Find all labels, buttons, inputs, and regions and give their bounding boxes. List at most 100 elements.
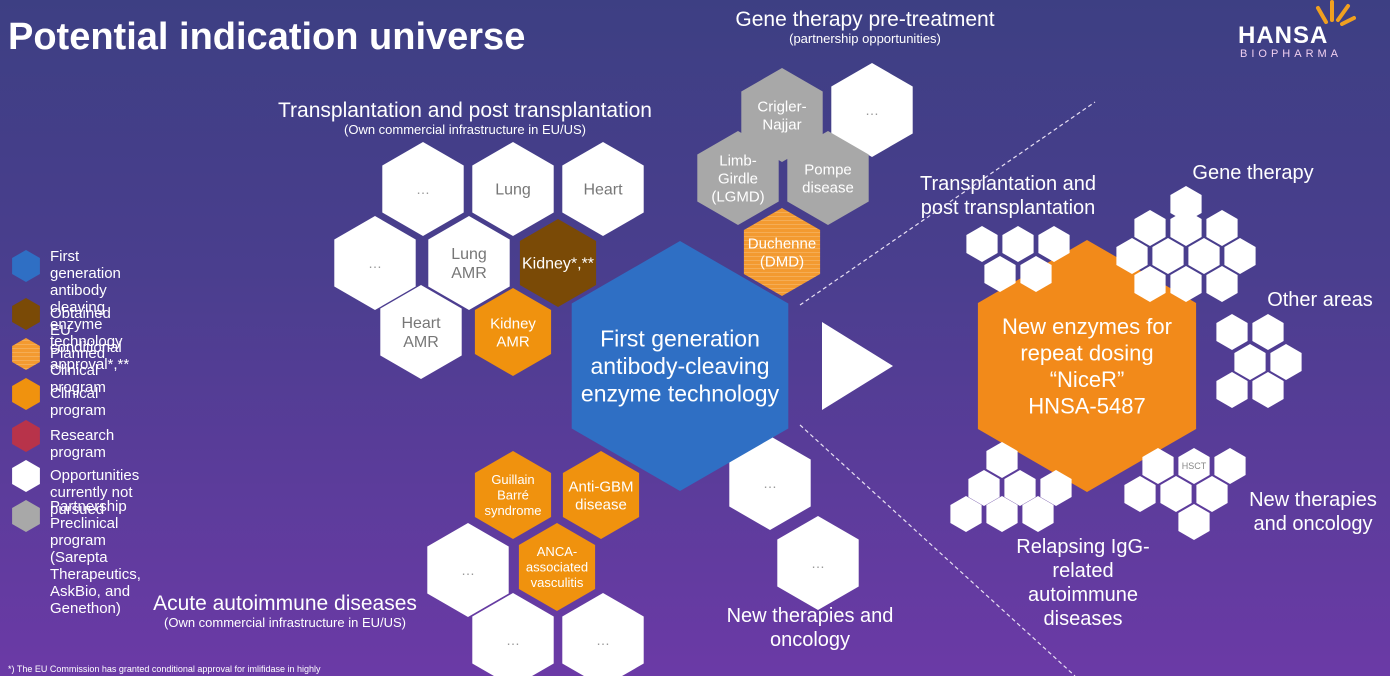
right-relapsing-label: Relapsing IgG-related autoimmune disease… xyxy=(1016,536,1150,630)
small-hex-1-1 xyxy=(1134,210,1166,246)
legend-label: Partnership Preclinical program (Sarepta… xyxy=(50,498,141,617)
dashed-divider-upper xyxy=(799,101,1096,306)
hsct-label: HSCT xyxy=(1182,461,1207,471)
small-hex-4-1 xyxy=(968,470,1000,506)
hex-ai-dots2-label: … xyxy=(506,632,520,648)
legend-hexagon-icon xyxy=(12,460,40,492)
hex-heart-label: Heart xyxy=(583,182,623,199)
hex-lung-label: Lung xyxy=(495,182,531,199)
small-hex-2-2 xyxy=(1234,344,1266,380)
small-hex-0-4 xyxy=(1020,256,1052,292)
autoimmune-header: Acute autoimmune diseases (Own commercia… xyxy=(125,592,445,630)
hex-ai-dots3-label: … xyxy=(596,632,610,648)
hex-lung xyxy=(472,142,554,236)
gene-therapy-header-title: Gene therapy pre-treatment xyxy=(735,8,995,31)
small-hex-2-5 xyxy=(1252,372,1284,408)
hex-nt-dots1 xyxy=(729,436,811,530)
small-hex-1-5 xyxy=(1152,238,1184,274)
legend-label: Obtained EU conditional approval*,** xyxy=(50,305,130,373)
hex-nt-dots2 xyxy=(777,516,859,610)
legend-label: Clinical program xyxy=(50,385,106,419)
legend-label: Research program xyxy=(50,427,115,461)
logo-subtitle: BIOPHARMA xyxy=(1240,48,1343,60)
hex-duchenne xyxy=(743,208,821,296)
small-hex-3-5 xyxy=(1196,476,1228,512)
hex-ai-dots1 xyxy=(427,523,509,617)
legend-hexagon-icon xyxy=(12,420,40,452)
dashed-divider-lower xyxy=(799,424,1076,676)
hex-guillain xyxy=(474,451,552,539)
hex-tx-dots1-label: … xyxy=(416,181,430,197)
legend-hexagon-icon xyxy=(12,500,40,532)
small-hex-3-0 xyxy=(1142,448,1174,484)
transplant-header-subtitle: (Own commercial infrastructure in EU/US) xyxy=(344,122,586,137)
hansa-logo: HANSA BIOPHARMA xyxy=(1236,0,1356,60)
small-hex-2-0 xyxy=(1216,314,1248,350)
hex-kidney xyxy=(519,219,597,307)
small-hex-1-8 xyxy=(1134,266,1166,302)
logo-wordmark: HANSA xyxy=(1238,22,1329,49)
transplant-header: Transplantation and post transplantation… xyxy=(250,99,680,137)
new-therapies-header: New therapies and oncology xyxy=(726,605,894,651)
small-hex-0-3 xyxy=(984,256,1016,292)
right-transplant-label: Transplantation and post transplantation xyxy=(919,173,1097,219)
hex-limb-label: Limb-Girdle(LGMD) xyxy=(711,152,764,205)
hex-first-generation xyxy=(571,241,789,491)
hex-pompe xyxy=(787,131,869,225)
small-hex-0-0 xyxy=(966,226,998,262)
small-hex-1-2 xyxy=(1170,210,1202,246)
right-new-therapies-label: New therapies and oncology xyxy=(1249,489,1377,535)
page-title: Potential indication universe xyxy=(8,16,526,58)
hex-crigler xyxy=(741,68,823,162)
small-hex-0-2 xyxy=(1038,226,1070,262)
legend-label: Opportunities currently not pursued xyxy=(50,467,140,518)
hex-ai-dots3 xyxy=(562,593,644,676)
right-gene-therapy-label: Gene therapy xyxy=(1192,162,1314,184)
hex-lung-amr xyxy=(428,216,510,310)
hex-heart xyxy=(562,142,644,236)
small-hex-2-3 xyxy=(1270,344,1302,380)
hex-kidney-amr xyxy=(474,288,552,376)
small-hex-3-1 xyxy=(1178,448,1210,484)
arrow-right-icon xyxy=(822,322,893,410)
small-hex-3-2 xyxy=(1214,448,1246,484)
hex-duchenne-label: Duchenne(DMD) xyxy=(748,235,816,270)
gene-therapy-header: Gene therapy pre-treatment (partnership … xyxy=(710,8,1020,46)
small-hex-1-10 xyxy=(1206,266,1238,302)
legend-hexagon-icon xyxy=(12,378,40,410)
hex-nt-dots2-label: … xyxy=(811,555,825,571)
small-hex-1-7 xyxy=(1224,238,1256,274)
small-hex-1-4 xyxy=(1116,238,1148,274)
small-hex-3-6 xyxy=(1178,504,1210,540)
hex-crigler-label: Crigler-Najjar xyxy=(757,98,806,133)
small-hex-4-3 xyxy=(1040,470,1072,506)
hex-gene-dots-label: … xyxy=(865,102,879,118)
small-hex-0-1 xyxy=(1002,226,1034,262)
legend-hexagon-icon xyxy=(12,250,40,282)
legend-hexagon-icon xyxy=(12,338,40,370)
hex-gene-dots xyxy=(831,63,913,157)
small-hex-4-2 xyxy=(1004,470,1036,506)
hex-anti-gbm xyxy=(562,451,640,539)
hex-heart-amr xyxy=(380,285,462,379)
small-hex-1-6 xyxy=(1188,238,1220,274)
hex-kidney-label: Kidney*,** xyxy=(522,256,594,273)
legend-label: Planned Clinical program xyxy=(50,345,106,396)
hex-ai-dots1-label: … xyxy=(461,562,475,578)
hex-tx-dots2-label: … xyxy=(368,255,382,271)
small-hex-2-4 xyxy=(1216,372,1248,408)
hex-anca xyxy=(518,523,596,611)
hex-nt-dots1-label: … xyxy=(763,475,777,491)
legend-hexagon-icon xyxy=(12,298,40,330)
hex-tx-dots1 xyxy=(382,142,464,236)
small-hex-3-4 xyxy=(1160,476,1192,512)
